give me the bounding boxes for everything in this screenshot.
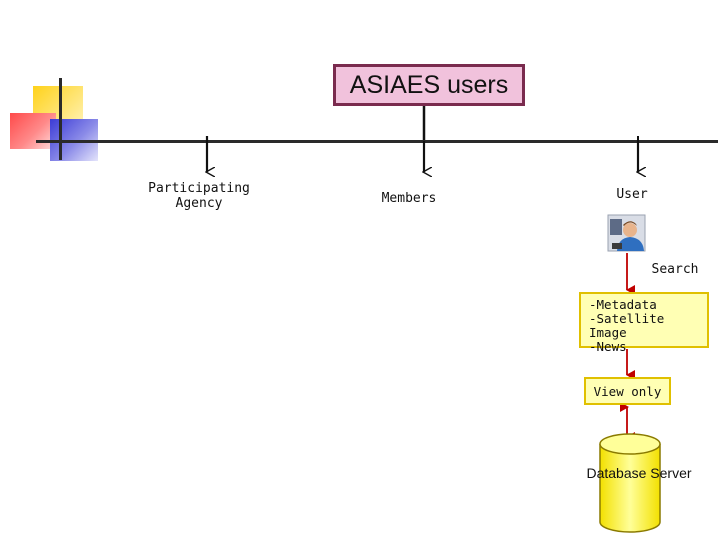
- view-only-box: View only: [584, 377, 671, 405]
- category-members: Members: [381, 191, 437, 206]
- category-user: User: [616, 187, 648, 202]
- category-participating-agency: Participating Agency: [148, 181, 250, 211]
- content-types-box: -Metadata -Satellite Image -News: [579, 292, 709, 354]
- logo-red-square: [10, 113, 56, 149]
- logo-vertical-line: [59, 78, 62, 160]
- database-cylinder-icon: [599, 433, 661, 533]
- user-avatar-icon: [607, 214, 646, 252]
- view-only-label: View only: [593, 383, 662, 399]
- root-node-label: ASIAES users: [349, 70, 509, 99]
- database-server-label: Database Server: [586, 465, 692, 481]
- horizontal-connector-line: [36, 140, 718, 143]
- root-node-asiaes-users: ASIAES users: [333, 64, 525, 106]
- search-label: Search: [651, 262, 699, 277]
